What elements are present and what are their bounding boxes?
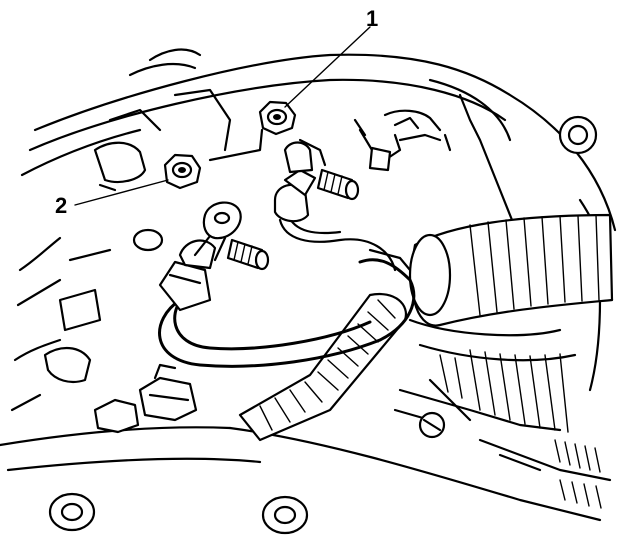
upper-connector <box>273 138 327 223</box>
large-corrugated-hose <box>408 213 614 327</box>
o-ring <box>558 115 598 155</box>
housing-outline <box>0 48 617 522</box>
bracket-terminal <box>353 109 452 172</box>
stud-bolt-lower <box>226 238 270 271</box>
connector-boot <box>158 239 217 312</box>
cooling-ribs <box>439 349 602 509</box>
leader-line-2 <box>74 179 169 206</box>
callout-label-1: 1 <box>366 6 379 31</box>
nut-item-2 <box>163 153 202 190</box>
nut-item-1 <box>258 100 297 136</box>
stud-bolt-upper <box>316 168 360 201</box>
ring-terminal <box>193 201 242 262</box>
callout-label-2: 2 <box>55 193 68 218</box>
leader-lines <box>74 26 371 206</box>
lower-bolts <box>48 228 446 535</box>
leader-line-1 <box>284 26 371 108</box>
corrugated-conduit <box>238 292 408 442</box>
